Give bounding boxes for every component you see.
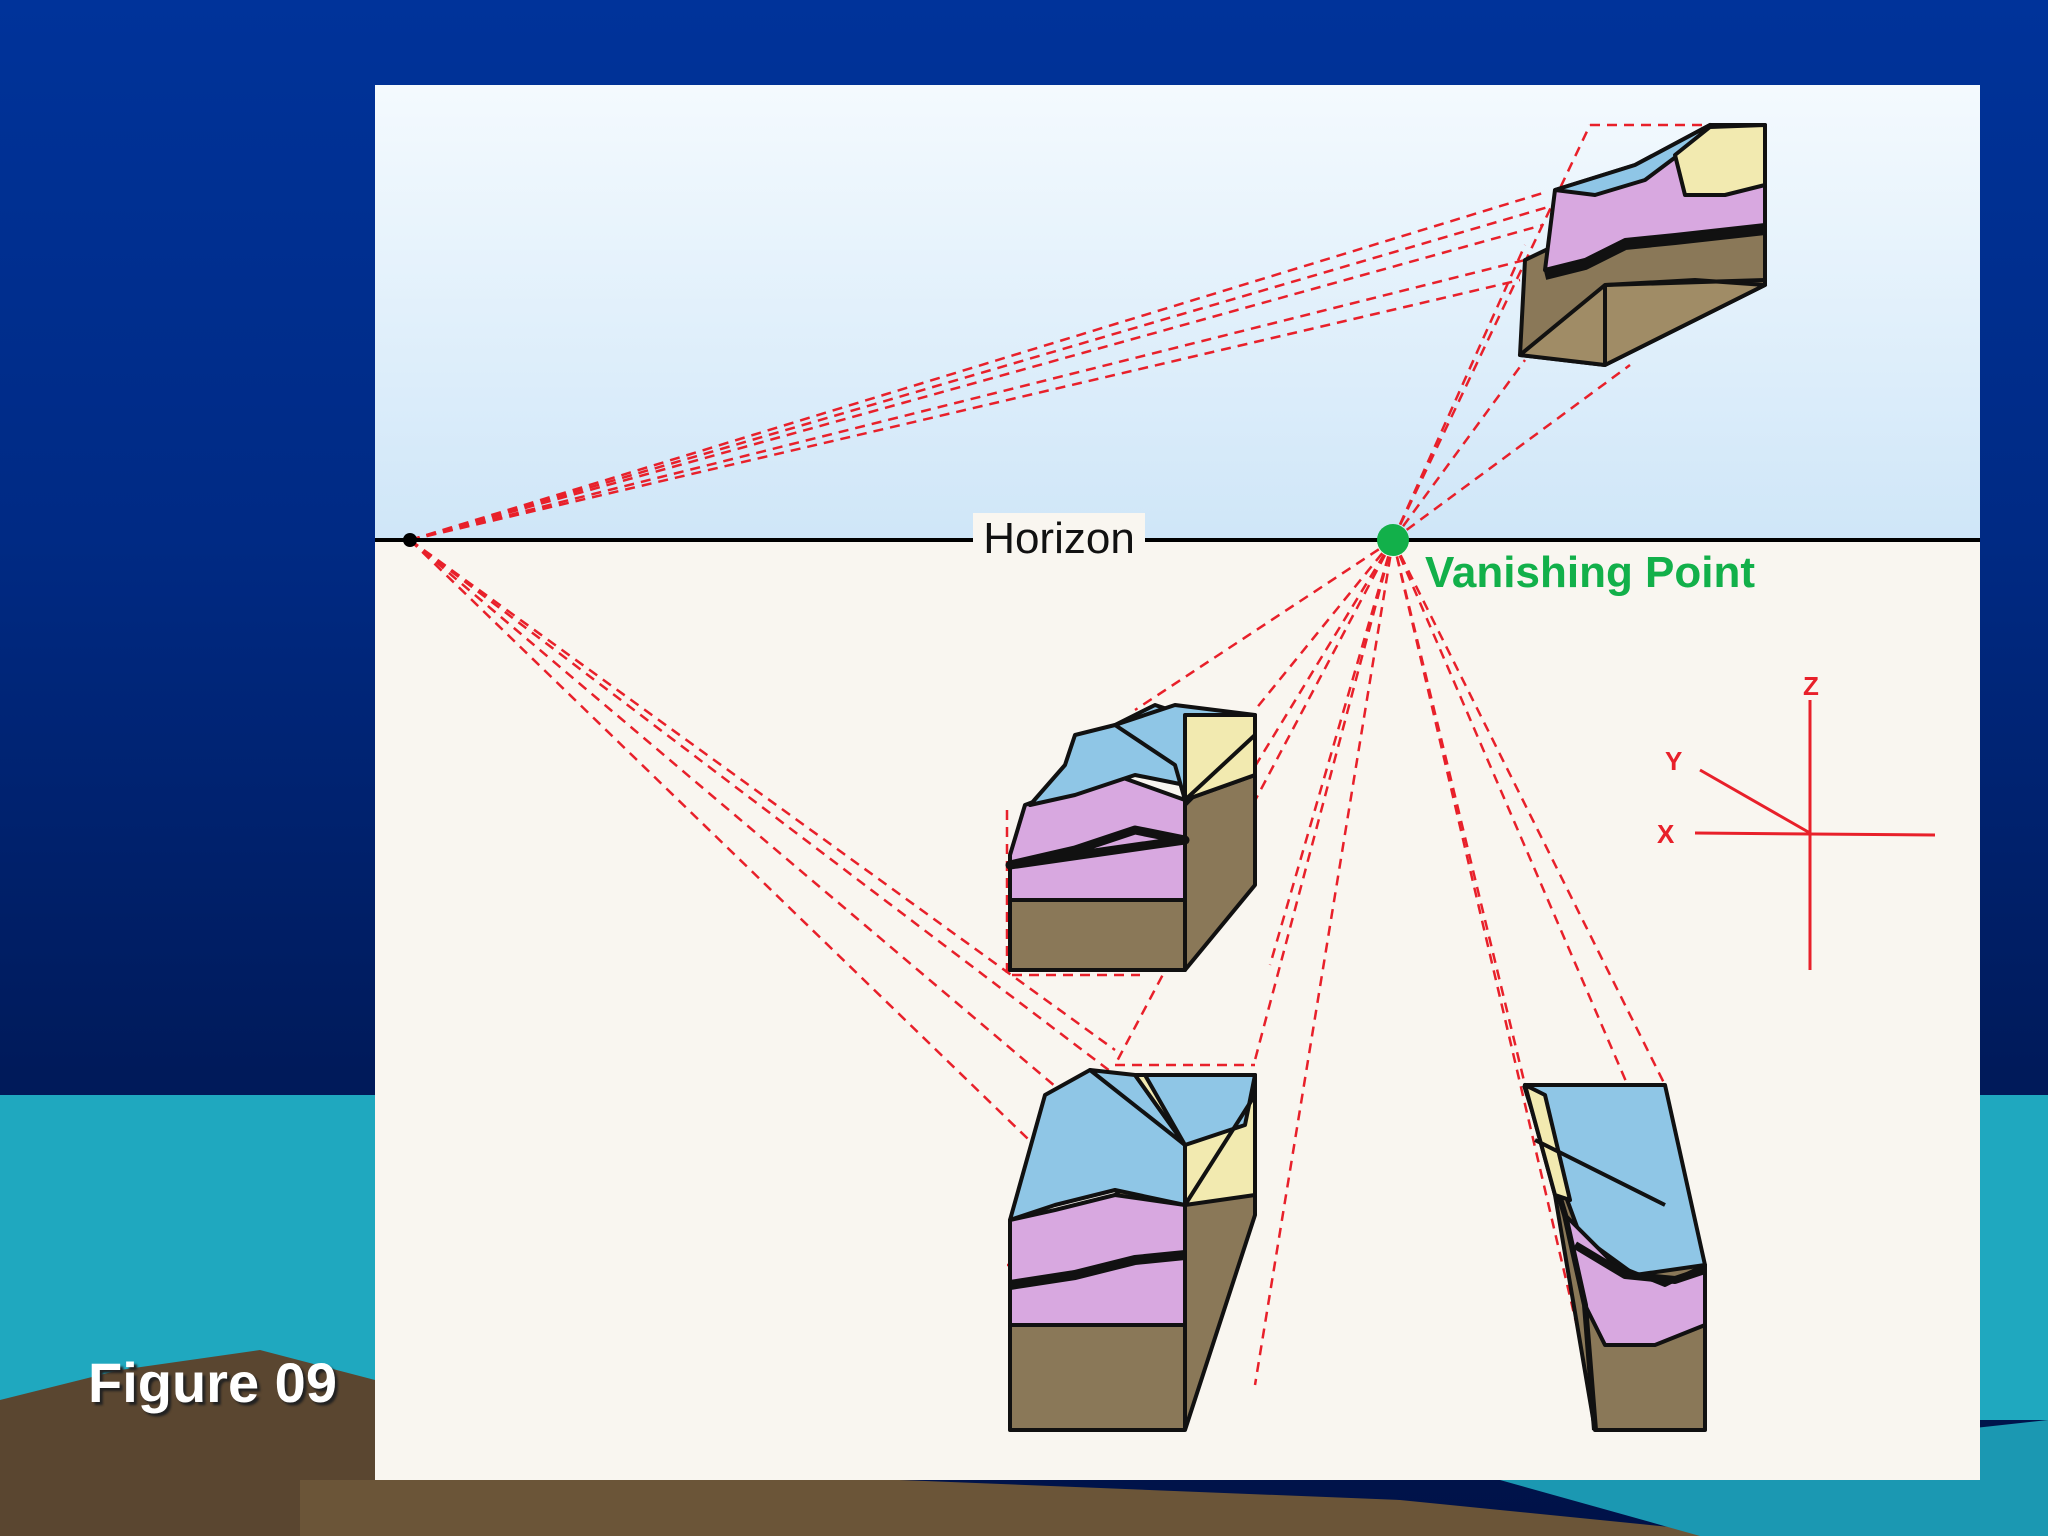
block-bottom-right xyxy=(1522,1083,1707,1432)
horizon-label-bg xyxy=(973,513,1145,563)
land-bottom xyxy=(300,1480,1760,1536)
horizon-label: Horizon xyxy=(983,514,1135,563)
perspective-diagram: Horizon Vanishing Point Z Y X xyxy=(375,85,1980,1480)
block-bottom-left xyxy=(1008,1068,1257,1432)
figure-caption: Figure 09 xyxy=(88,1351,337,1414)
left-vanishing-point xyxy=(403,533,417,547)
axis-z-label: Z xyxy=(1803,671,1819,701)
axis-x-label: X xyxy=(1657,819,1675,849)
land-left xyxy=(0,1350,375,1536)
sea-left xyxy=(0,1095,375,1420)
sea-right xyxy=(1980,1095,2048,1420)
axes-indicator xyxy=(1694,700,1936,970)
vanishing-point-label: Vanishing Point xyxy=(1425,548,1755,597)
block-top-right xyxy=(1518,123,1767,367)
axis-y-label: Y xyxy=(1665,746,1682,776)
figure-panel: Horizon Vanishing Point Z Y X xyxy=(375,85,1980,1480)
vanishing-point-marker xyxy=(1377,524,1409,556)
block-middle xyxy=(1005,703,1257,972)
